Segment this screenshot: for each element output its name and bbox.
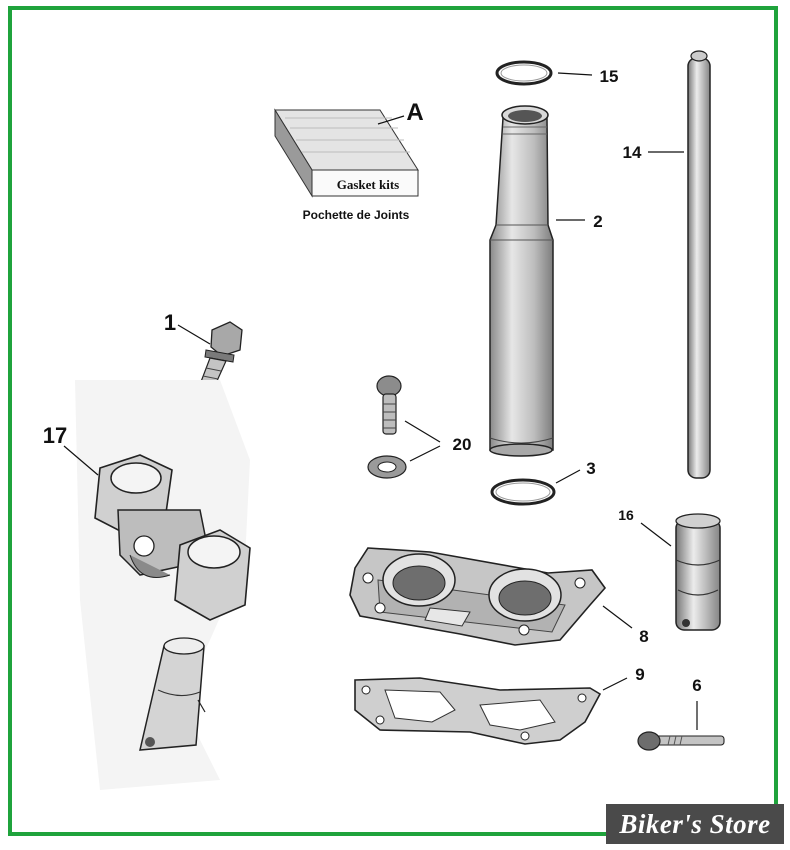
lifter-block-8 [349,547,607,646]
leader-1 [177,324,211,345]
leader-3 [555,469,581,484]
lower-lifter [139,637,206,751]
washer-20 [367,455,407,479]
leader-9 [602,677,628,691]
leader-20a [404,420,441,443]
callout-a: A [406,99,423,126]
callout-15: 15 [600,67,619,86]
bikers-store-watermark: Biker's Store [606,804,784,844]
o-ring-3 [490,478,556,506]
leader-16 [640,522,672,547]
callout-9: 9 [635,665,644,684]
lifter-guide-17 [94,454,251,621]
callout-17: 17 [43,423,67,448]
gasket-kit-box: Gasket kits [274,108,419,198]
callout-20: 20 [453,435,472,454]
o-ring-15 [495,60,553,86]
leader-20b [409,445,441,462]
screw-6 [637,731,725,751]
callout-14: 14 [623,143,642,162]
callout-1: 1 [164,310,176,335]
pushrod-cover-tube-2 [489,105,554,457]
leader-15 [557,72,593,76]
callout-16: 16 [618,507,634,523]
gasket-9 [354,677,602,745]
callout-8: 8 [639,627,648,646]
leader-17 [63,445,99,476]
gasket-kit-label: Gasket kits [337,177,399,192]
gasket-kit-caption: Pochette de Joints [303,208,410,222]
callout-6: 6 [692,676,701,695]
leader-a [377,115,405,125]
leader-8 [602,605,633,629]
pushrod-14 [687,50,711,479]
hydraulic-lifter-16 [675,513,721,631]
frame-border [8,6,778,836]
callout-3: 3 [586,459,595,478]
callout-2: 2 [593,212,602,231]
screw-20 [376,375,402,435]
